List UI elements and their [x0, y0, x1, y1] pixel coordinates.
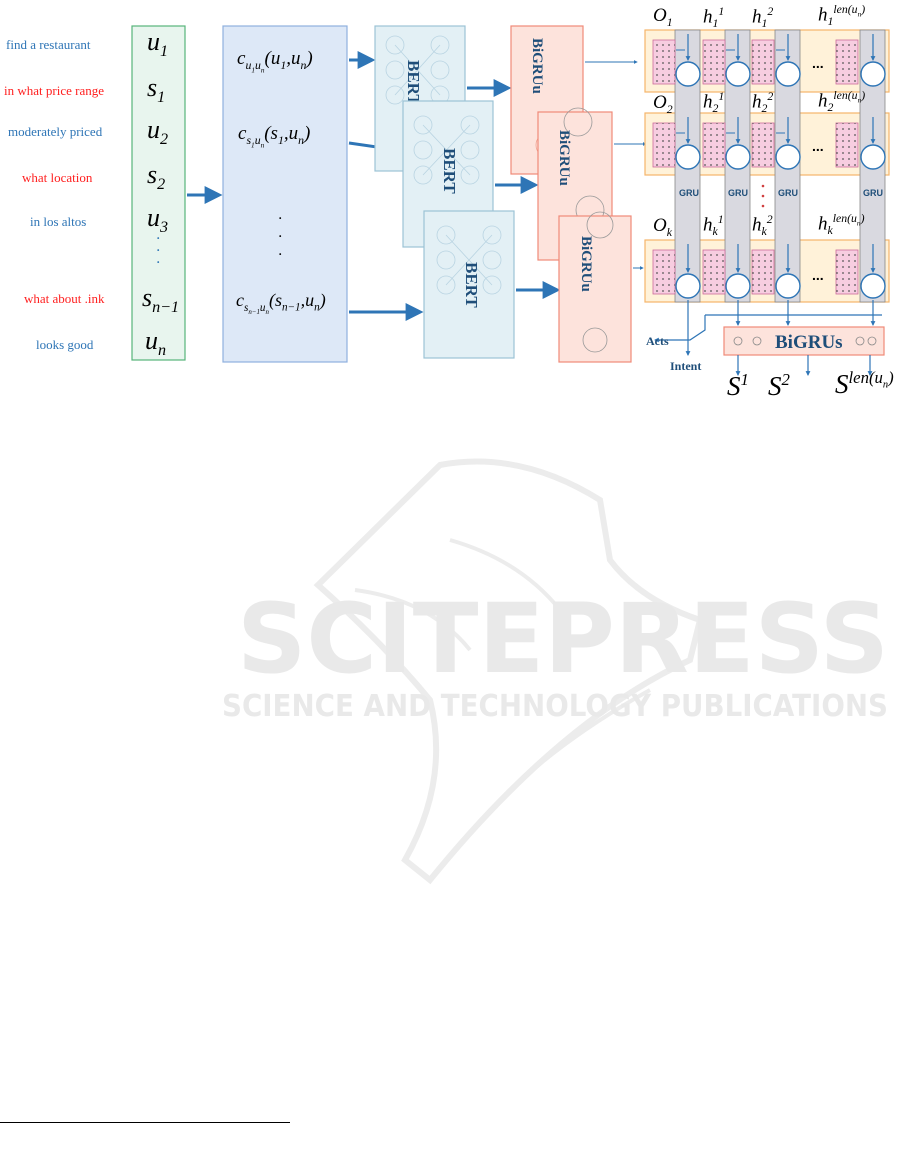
vertical-ellipsis-context: ··· — [278, 211, 283, 263]
utterance-6: what about .ink — [24, 291, 105, 306]
label-ok: Ok — [653, 215, 672, 239]
label-h1-2: h12 — [752, 5, 774, 31]
intent-label: Intent — [670, 359, 701, 373]
label-h1-1: h11 — [703, 5, 725, 31]
gru-label-1: GRU — [679, 188, 699, 198]
var-un: un — [145, 326, 167, 360]
label-s1: S1 — [727, 370, 749, 401]
utterance-3: moderately priced — [8, 124, 103, 139]
context-c-s1-un: cs1un(s1,un) — [238, 123, 311, 150]
bigru-s-block: BiGRUs — [654, 300, 885, 376]
label-h1-len: h1len(un) — [818, 3, 866, 29]
bert-label-3: BERT — [462, 262, 481, 308]
vertical-ellipsis-utterances: ··· — [156, 231, 161, 271]
label-o1: O1 — [653, 5, 673, 29]
acts-label: Acts — [646, 334, 669, 348]
label-h2-1: h21 — [703, 90, 725, 116]
ellipsis-row-1: ... — [812, 55, 824, 71]
encoder-grid: GRU GRU GRU GRU ... ... ... — [644, 29, 890, 303]
bigru-s-label: BiGRUs — [775, 332, 843, 353]
context-box — [222, 25, 348, 363]
label-h2-2: h22 — [752, 90, 774, 116]
bigru-u-label-2: BiGRUu — [556, 130, 572, 186]
utterance-2: in what price range — [4, 83, 104, 98]
bigru-u-label-1: BiGRUu — [529, 38, 545, 94]
label-h2-len: h2len(un) — [818, 89, 866, 115]
utterance-7: looks good — [36, 337, 94, 352]
ellipsis-row-3: ... — [812, 267, 824, 283]
utterance-4: what location — [22, 170, 93, 185]
context-c-sn-1-un: csn−1un(sn−1,un) — [236, 290, 326, 316]
label-hk-1: hk1 — [703, 213, 724, 239]
watermark-title: SCITEPRESS — [237, 583, 889, 695]
label-hk-2: hk2 — [752, 213, 773, 239]
bert-block-3: BERT — [423, 210, 515, 359]
utterance-box — [131, 25, 186, 361]
ellipsis-row-2: ... — [812, 138, 824, 154]
gru-label-3: GRU — [778, 188, 798, 198]
bigru-u-block-3: BiGRUu — [558, 211, 632, 363]
bert-label-2: BERT — [440, 148, 459, 194]
scitepress-watermark — [313, 458, 704, 885]
context-c-u1-un: cu1un(u1,un) — [237, 48, 313, 75]
label-hk-len: hklen(un) — [818, 212, 865, 238]
utterance-1: find a restaurant — [6, 37, 91, 52]
gru-label-2: GRU — [728, 188, 748, 198]
footnote-rule — [0, 1122, 290, 1123]
bert-label-1: BERT — [404, 60, 423, 106]
var-s2: s2 — [147, 160, 166, 194]
var-s1: s1 — [147, 73, 166, 107]
label-s-len: Slen(un) — [835, 368, 894, 399]
gru-label-4: GRU — [863, 188, 883, 198]
var-s-n-1: sn−1 — [142, 283, 180, 317]
var-u1: u1 — [147, 27, 169, 61]
label-s2: S2 — [768, 370, 790, 401]
watermark-subtitle: SCIENCE AND TECHNOLOGY PUBLICATIONS — [222, 689, 888, 724]
var-u3: u3 — [147, 203, 169, 237]
bigru-u-label-3: BiGRUu — [578, 236, 594, 292]
utterance-5: in los altos — [30, 214, 87, 229]
var-u2: u2 — [147, 115, 169, 149]
label-o2: O2 — [653, 92, 673, 116]
